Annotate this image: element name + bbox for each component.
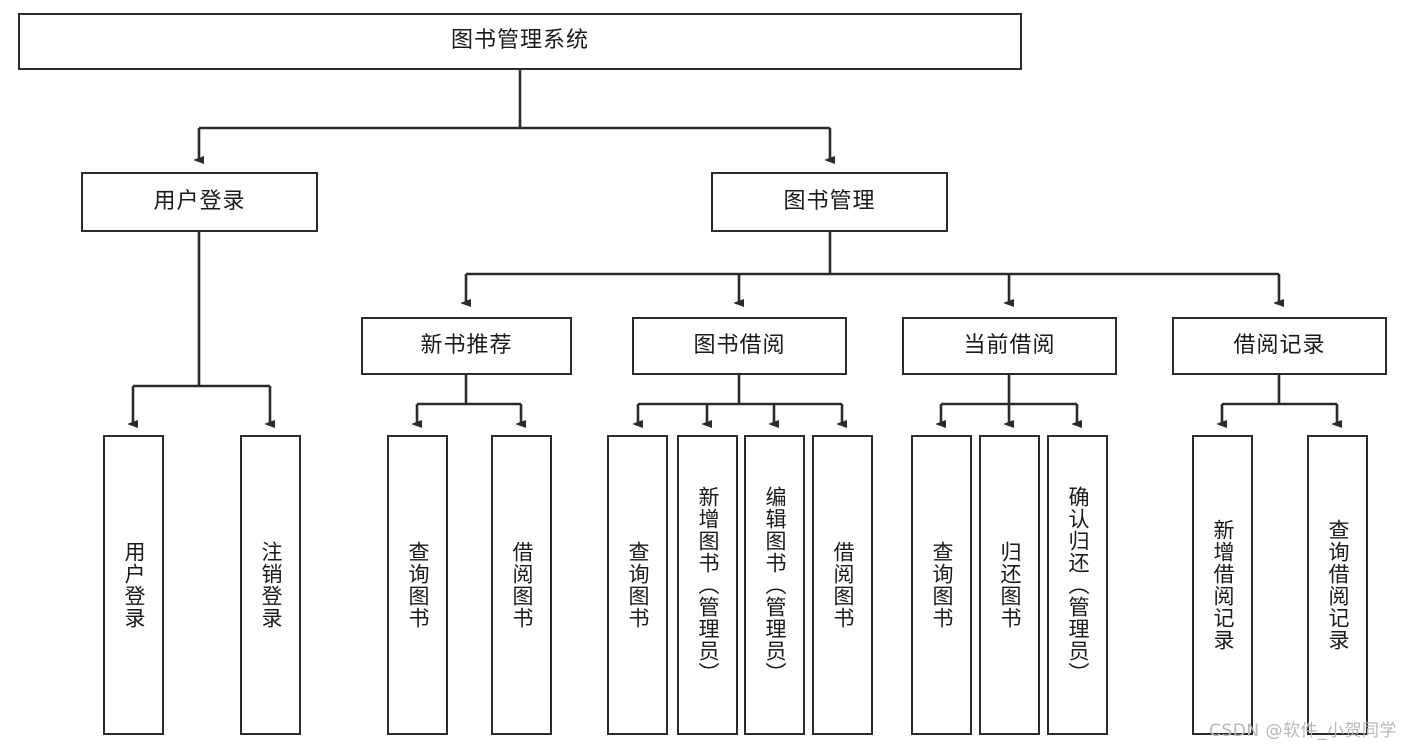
leaf-return-book[interactable]: 归还图书 — [979, 435, 1040, 735]
node-user-login-label: 用户登录 — [153, 188, 246, 214]
leaf-confirm-return-admin[interactable]: 确认归还（管理员） — [1047, 435, 1108, 735]
leaf-query-borrow-record[interactable]: 查询借阅记录 — [1307, 435, 1368, 735]
leaf-borrow-book-recommend[interactable]: 借阅图书 — [491, 435, 552, 735]
leaf-confirm-return-admin-label: 确认归还（管理员） — [1065, 486, 1090, 684]
node-current-borrow[interactable]: 当前借阅 — [902, 317, 1117, 375]
leaf-add-borrow-record-label: 新增借阅记录 — [1210, 519, 1235, 651]
leaf-add-book-admin[interactable]: 新增图书（管理员） — [677, 435, 738, 735]
node-user-login[interactable]: 用户登录 — [81, 172, 318, 232]
node-root-label: 图书管理系统 — [450, 28, 589, 54]
leaf-edit-book-admin[interactable]: 编辑图书（管理员） — [744, 435, 805, 735]
leaf-query-borrow-record-label: 查询借阅记录 — [1325, 519, 1350, 651]
leaf-query-book-current-label: 查询图书 — [929, 541, 954, 629]
leaf-logout[interactable]: 注销登录 — [240, 435, 301, 735]
leaf-borrow-book[interactable]: 借阅图书 — [812, 435, 873, 735]
node-borrow-records-label: 借阅记录 — [1233, 332, 1326, 358]
leaf-user-login-label: 用户登录 — [121, 541, 146, 629]
leaf-query-book-current[interactable]: 查询图书 — [911, 435, 972, 735]
node-new-book-recommend[interactable]: 新书推荐 — [361, 317, 572, 375]
leaf-borrow-book-recommend-label: 借阅图书 — [509, 541, 534, 629]
leaf-add-book-admin-label: 新增图书（管理员） — [695, 486, 720, 684]
leaf-query-book-recommend[interactable]: 查询图书 — [387, 435, 448, 735]
leaf-logout-label: 注销登录 — [258, 541, 283, 629]
node-book-borrow-label: 图书借阅 — [693, 332, 786, 358]
node-root[interactable]: 图书管理系统 — [18, 13, 1022, 70]
node-current-borrow-label: 当前借阅 — [963, 332, 1056, 358]
leaf-query-book-borrow-label: 查询图书 — [625, 541, 650, 629]
node-borrow-records[interactable]: 借阅记录 — [1172, 317, 1387, 375]
leaf-edit-book-admin-label: 编辑图书（管理员） — [762, 486, 787, 684]
node-new-book-recommend-label: 新书推荐 — [420, 332, 513, 358]
node-book-management-label: 图书管理 — [783, 188, 876, 214]
leaf-query-book-recommend-label: 查询图书 — [405, 541, 430, 629]
csdn-watermark: CSDN @软件_小贺同学 — [1209, 721, 1397, 741]
leaf-borrow-book-label: 借阅图书 — [830, 541, 855, 629]
node-book-management[interactable]: 图书管理 — [711, 172, 948, 232]
node-book-borrow[interactable]: 图书借阅 — [632, 317, 847, 375]
leaf-user-login[interactable]: 用户登录 — [103, 435, 164, 735]
leaf-return-book-label: 归还图书 — [997, 541, 1022, 629]
leaf-add-borrow-record[interactable]: 新增借阅记录 — [1192, 435, 1253, 735]
leaf-query-book-borrow[interactable]: 查询图书 — [607, 435, 668, 735]
